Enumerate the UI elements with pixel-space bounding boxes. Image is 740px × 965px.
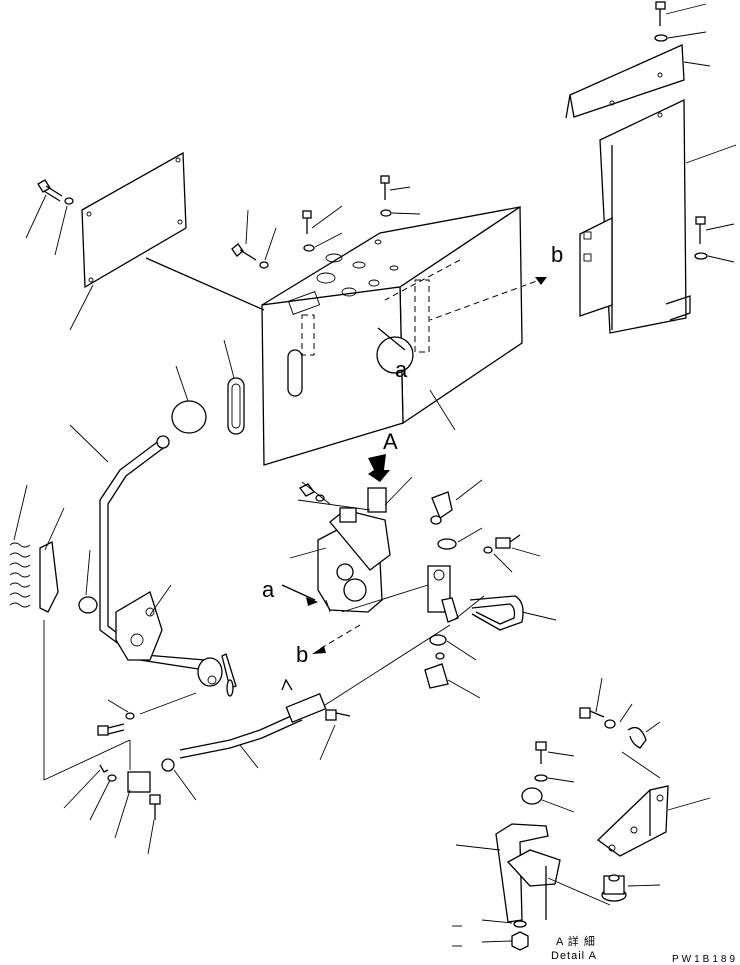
pin-bolt: [147, 758, 197, 855]
guard-assembly: [565, 44, 737, 334]
guard-bolts: [654, 1, 735, 263]
control-lever: [69, 424, 206, 671]
elbow-fitting: [430, 479, 483, 525]
o-ring-lower: [429, 634, 477, 661]
arrowhead-b: [535, 277, 547, 285]
leader-b-dashed: [429, 277, 546, 321]
detail-a-bracket: [596, 751, 711, 857]
top-bolt-nut: [299, 481, 331, 505]
leader-bracket: [43, 620, 131, 781]
detail-a-main-bracket: [455, 823, 611, 923]
leader-a-dashed: [384, 259, 461, 301]
sight-gauge: [223, 339, 245, 435]
callout-b-right: b: [551, 242, 563, 267]
detail-a-title-en: Detail A: [551, 950, 597, 962]
detail-a-clip: [521, 787, 575, 813]
tank-cap: [171, 365, 207, 434]
detail-a-bolt-2: [534, 741, 575, 783]
tank-top-bolts: [231, 175, 421, 269]
rod-bolt: [281, 678, 351, 761]
leader-b-lower: [317, 624, 361, 651]
leader-a-left: [281, 584, 316, 601]
cover-bolt: [25, 179, 74, 256]
bolt-lever: [97, 692, 197, 736]
cotter-pin: [226, 679, 234, 697]
hydraulic-tank: a: [145, 205, 523, 466]
fitting-bolt: [483, 534, 541, 573]
callout-b-lower: b: [296, 642, 308, 667]
valve-assembly: [289, 476, 413, 613]
lever-spring: [9, 484, 31, 608]
lever-clip: [39, 507, 98, 614]
view-a-label: A: [383, 429, 398, 454]
detail-a-damper: [601, 874, 661, 902]
pin-clip: [63, 764, 151, 839]
cover-plate: [69, 151, 187, 331]
control-rod: [179, 624, 451, 769]
detail-a-bolt: [579, 677, 633, 729]
detail-a-clamp: [627, 721, 661, 749]
detail-a-title-jp: A 詳 細: [556, 934, 596, 948]
pivot-bracket: [115, 584, 172, 661]
detail-a-washer-nut: [452, 919, 529, 951]
view-arrow-a: A: [368, 429, 398, 482]
hose-clamp: [441, 595, 485, 623]
hose-bend: [469, 595, 557, 631]
arrowhead-b-lower: [312, 646, 326, 654]
drawing-code: PW1B189: [672, 954, 738, 965]
arrowhead-a-left: [306, 597, 318, 606]
tank-callout-a: a: [395, 357, 408, 382]
o-ring-upper: [437, 527, 483, 550]
tee-fitting: [424, 652, 481, 699]
callout-a-left: a: [262, 577, 275, 602]
